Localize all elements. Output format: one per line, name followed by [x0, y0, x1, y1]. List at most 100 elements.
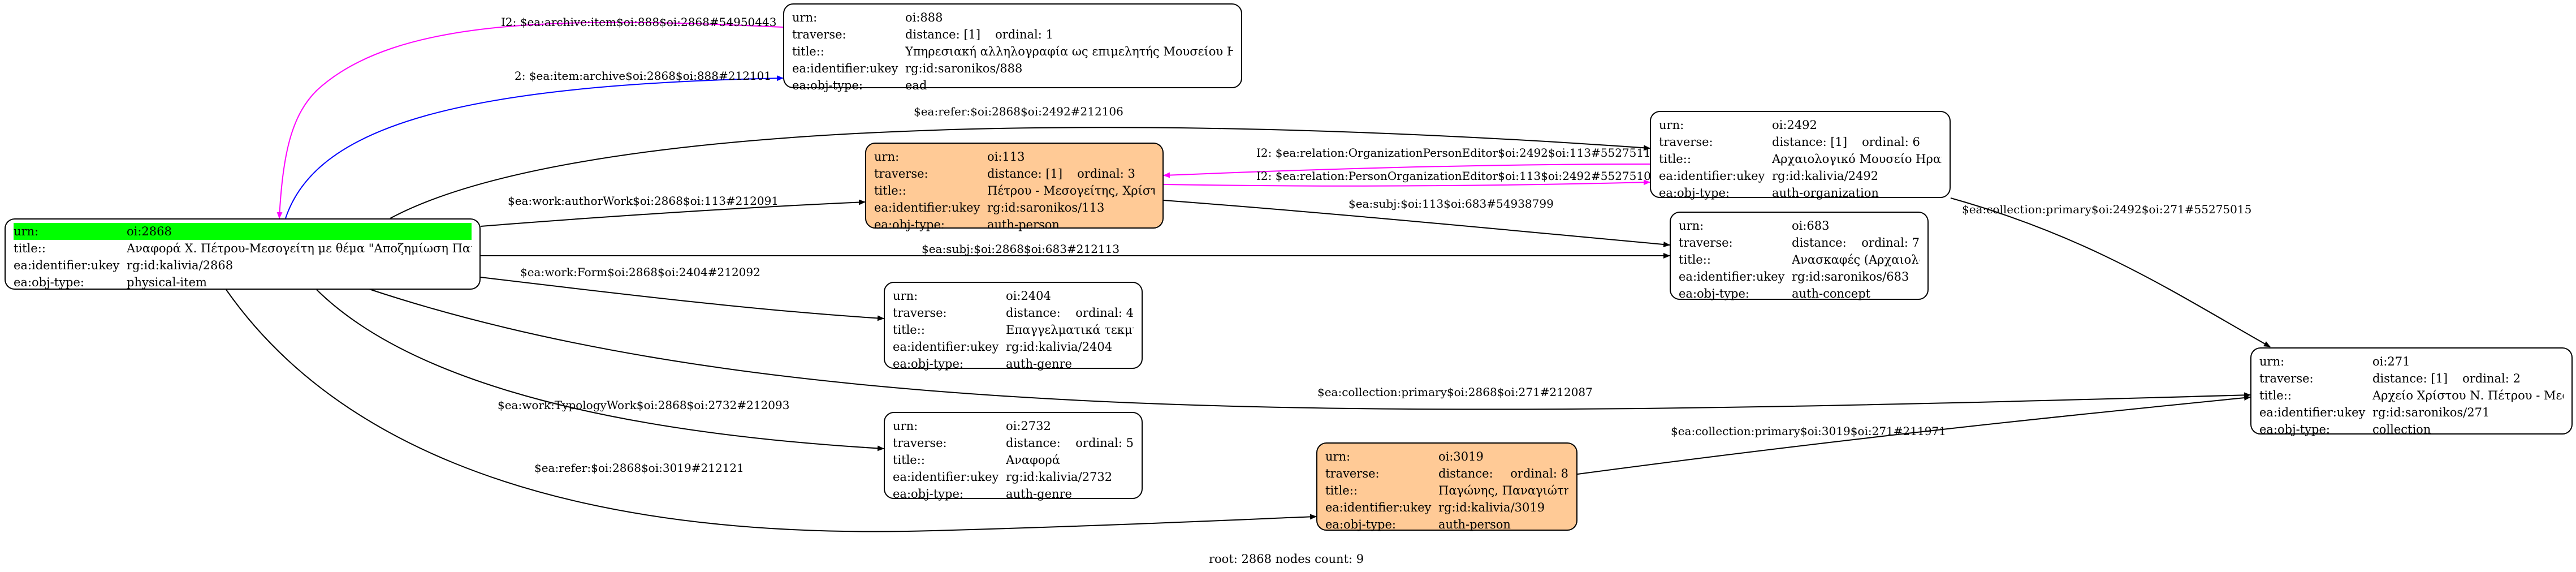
field-key: title:: — [14, 242, 46, 255]
field-value: auth-genre — [1006, 487, 1072, 501]
node-field-traverse: traverse:distance: [1]ordinal: 8 — [1325, 465, 1568, 482]
field-value: physical-item — [127, 276, 207, 289]
field-value: Πέτρου - Μεσογείτης, Χρίστος Ν. — [987, 184, 1155, 197]
field-value: oi:2732 — [1006, 419, 1051, 433]
field-value: distance: [1] — [1438, 467, 1496, 480]
field-value: rg:id:kalivia/2868 — [127, 259, 234, 272]
node-field-traverse: traverse: distance: [1] ordinal: 5 — [893, 435, 1134, 451]
node-field-urn: urn:oi:888 — [792, 9, 1233, 26]
field-value: auth-person — [1438, 518, 1511, 531]
field-value: Υπηρεσιακή αλληλογραφία ως επιμελητής Μο… — [905, 45, 1233, 58]
field-value: oi:3019 — [1438, 450, 1484, 463]
field-value: Επαγγελματικά τεκμήρια — [1006, 323, 1134, 337]
node-2732[interactable]: urn: oi:2732 traverse: distance: [1] ordina… — [884, 412, 1143, 501]
node-113[interactable]: urn:oi:113 traverse:distance: [1]ordinal… — [865, 143, 1164, 231]
field-value: oi:683 — [1792, 219, 1830, 233]
field-value: rg:id:saronikos/888 — [905, 62, 1023, 75]
node-field-title: title::Αρχαιολογικό Μουσείο Ηρακλείου — [1659, 150, 1942, 167]
field-value: rg:id:saronikos/271 — [2372, 406, 2490, 419]
field-key: urn: — [14, 225, 39, 238]
node-field-traverse: traverse:distance: [1]ordinal: 6 — [1659, 134, 1942, 150]
field-key: title:: — [1679, 253, 1711, 266]
node-271[interactable]: urn:oi:271 traverse:distance: [1]ordinal… — [2250, 347, 2573, 436]
field-value: oi:113 — [987, 150, 1025, 164]
field-key: ea:identifier:ukey — [893, 340, 999, 354]
edge-label: $ea:work:Form$oi:2868$oi:2404#212092 — [520, 265, 760, 279]
node-field-urn: urn:oi:3019 — [1325, 448, 1568, 465]
node-888[interactable]: urn:oi:888 traverse:distance: [1]ordinal… — [783, 3, 1242, 92]
node-3019[interactable]: urn:oi:3019 traverse:distance: [1]ordina… — [1316, 442, 1577, 531]
field-key: traverse: — [2259, 372, 2314, 385]
field-key: urn: — [1679, 219, 1704, 233]
edge-collection-primary-2492-271 — [1950, 197, 2271, 347]
field-key: ea:obj-type: — [1325, 518, 1396, 531]
node-field-objtype: ea:obj-type: physical-item — [14, 274, 472, 291]
edge-label: $ea:collection:primary$oi:2492$oi:271#55… — [1962, 203, 2252, 216]
field-value: distance: [1] — [1006, 436, 1061, 450]
node-field-title: title:: Αναφορά Χ. Πέτρου-Μεσογείτη με θ… — [14, 240, 472, 257]
field-value: rg:id:kalivia/2732 — [1006, 470, 1113, 484]
field-key: ea:identifier:ukey — [1325, 501, 1432, 514]
node-field-objtype: ea:obj-type:auth-concept — [1679, 285, 1920, 302]
field-key: ea:obj-type: — [1659, 186, 1730, 200]
edge-typologywork-2868-2732 — [316, 289, 884, 451]
field-key: traverse: — [1659, 135, 1713, 149]
field-value: auth-genre — [1006, 357, 1072, 371]
edge-item-archive-2868-888 — [285, 75, 784, 219]
field-value: rg:id:saronikos/113 — [987, 201, 1105, 214]
edge-relation-org-person-2492-113 — [1163, 164, 1650, 178]
node-field-ukey: ea:identifier:ukey rg:id:kalivia/2868 — [14, 257, 472, 274]
field-ordinal: ordinal: 5 — [1075, 436, 1134, 450]
field-value: oi:271 — [2372, 355, 2410, 368]
field-key: traverse: — [893, 306, 947, 320]
field-key: ea:obj-type: — [2259, 423, 2330, 436]
field-value: auth-person — [987, 218, 1060, 231]
field-ordinal: ordinal: 3 — [1077, 167, 1135, 180]
node-field-urn: urn: oi:683 — [1679, 217, 1920, 234]
node-2492[interactable]: urn:oi:2492 traverse:distance: [1]ordina… — [1650, 111, 1951, 200]
field-value: oi:2404 — [1006, 289, 1051, 303]
field-value: distance: [1] — [905, 28, 981, 41]
field-value: auth-organization — [1772, 186, 1879, 200]
field-key: ea:obj-type: — [14, 276, 84, 289]
node-field-title: title::Πέτρου - Μεσογείτης, Χρίστος Ν. — [874, 182, 1155, 199]
edge-label: $ea:collection:primary$oi:3019$oi:271#21… — [1671, 424, 1946, 438]
field-key: title:: — [792, 45, 824, 58]
edge-form-2868-2404 — [480, 277, 884, 321]
node-field-urn: urn: oi:2868 — [14, 223, 472, 240]
field-key: ea:obj-type: — [792, 79, 863, 92]
field-key: traverse: — [893, 436, 947, 450]
node-field-objtype: ea:obj-type: auth-genre — [893, 355, 1134, 372]
field-key: ea:obj-type: — [893, 357, 963, 371]
field-key: ea:obj-type: — [893, 487, 963, 501]
edge-label: I2: $ea:relation:PersonOrganizationEdito… — [1256, 169, 1658, 183]
node-field-title: title::Παγώνης, Παναγιώτης — [1325, 482, 1568, 499]
field-value: distance: [1] — [1006, 306, 1061, 320]
field-value: oi:888 — [905, 11, 943, 24]
field-key: urn: — [893, 419, 918, 433]
node-field-urn: urn: oi:2732 — [893, 418, 1134, 435]
graph-footer: root: 2868 nodes count: 9 — [1209, 552, 1364, 566]
field-key: traverse: — [1679, 236, 1733, 250]
field-value: oi:2868 — [127, 225, 172, 238]
field-ordinal: ordinal: 2 — [2462, 372, 2521, 385]
node-2868-root[interactable]: urn: oi:2868 title:: Αναφορά Χ. Πέτρου-Μ… — [5, 218, 481, 290]
field-key: title:: — [893, 453, 925, 467]
field-key: title:: — [1659, 152, 1691, 166]
node-field-traverse: traverse:distance: [1]ordinal: 7 — [1679, 234, 1920, 251]
node-2404[interactable]: urn:oi:2404 traverse:distance: [1]ordina… — [884, 282, 1143, 372]
edge-archive-item-888-2868 — [276, 21, 784, 219]
field-value: Αναφορά — [1006, 453, 1060, 467]
node-field-ukey: ea:identifier:ukey rg:id:saronikos/888 — [792, 60, 1233, 77]
field-value: Αρχείο Χρίστου Ν. Πέτρου - Μεσογείτη — [2372, 389, 2564, 402]
node-field-title: title::Αναφορά — [893, 451, 1134, 468]
node-683[interactable]: urn: oi:683 traverse:distance: [1]ordinal… — [1670, 212, 1929, 300]
field-key: ea:identifier:ukey — [792, 62, 898, 75]
field-value: Ανασκαφές (Αρχαιολογία) — [1792, 253, 1920, 266]
node-field-title: title::Υπηρεσιακή αλληλογραφία ως επιμελ… — [792, 43, 1233, 60]
field-value: Αρχαιολογικό Μουσείο Ηρακλείου — [1772, 152, 1942, 166]
